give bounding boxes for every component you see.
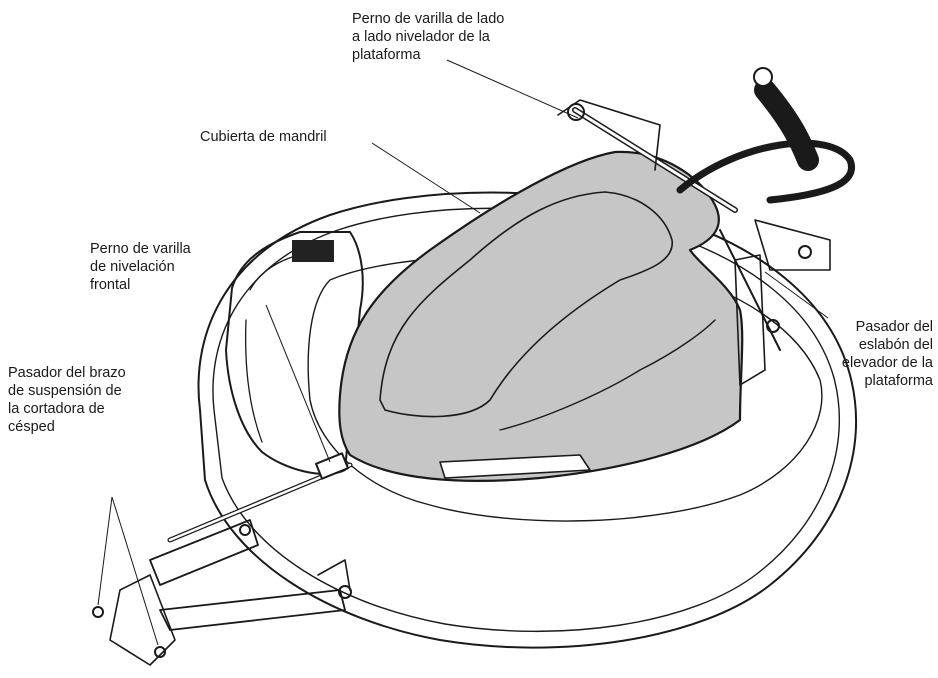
lift-bracket bbox=[754, 219, 831, 271]
bolt bbox=[239, 524, 251, 536]
cover-lip bbox=[439, 454, 591, 479]
callout-side-rod-bolt: Perno de varilla de lado a lado nivelado… bbox=[352, 10, 504, 64]
callout-line: césped bbox=[8, 419, 55, 435]
front-leveling-rod bbox=[168, 463, 352, 542]
callout-hanger-arm-pin: Pasador del brazo de suspensión de la co… bbox=[8, 364, 126, 436]
lift-link bbox=[719, 229, 781, 351]
hydraulic-hose bbox=[676, 139, 855, 204]
leader-line bbox=[446, 59, 579, 119]
hanger-bracket bbox=[109, 574, 176, 666]
callout-line: Perno de varilla de lado bbox=[352, 11, 505, 27]
callout-spindle-cover: Cubierta de mandril bbox=[200, 128, 327, 146]
callout-front-rod-bolt: Perno de varilla de nivelación frontal bbox=[90, 240, 191, 294]
bolt bbox=[338, 585, 352, 599]
pin bbox=[154, 646, 166, 658]
callout-line: eslabón del bbox=[858, 337, 933, 353]
leader-line bbox=[111, 496, 159, 646]
callout-line: frontal bbox=[90, 277, 131, 293]
rod-fitting bbox=[315, 452, 349, 480]
callout-line: a lado nivelador de la bbox=[352, 29, 490, 45]
bolt bbox=[766, 319, 780, 333]
callout-line: Cubierta de mandril bbox=[200, 129, 327, 145]
callout-line: de suspensión de bbox=[8, 383, 122, 399]
cover-ridge bbox=[379, 191, 673, 418]
hanger-arm bbox=[159, 589, 346, 631]
handle bbox=[754, 79, 819, 171]
callout-line: plataforma bbox=[864, 373, 933, 389]
deck-outer-ring-inner bbox=[212, 207, 841, 633]
bolt bbox=[798, 245, 812, 259]
hanger-arm bbox=[149, 519, 259, 586]
bracket bbox=[317, 559, 351, 591]
chute-rib bbox=[245, 319, 263, 443]
callout-line: la cortadora de bbox=[8, 401, 105, 417]
leader-line bbox=[371, 142, 481, 214]
callout-line: plataforma bbox=[352, 47, 421, 63]
side-bracket bbox=[734, 254, 766, 386]
vent-grille bbox=[292, 240, 334, 262]
callout-line: Pasador del brazo bbox=[8, 365, 126, 381]
callout-line: Perno de varilla bbox=[90, 241, 191, 257]
deck-outer-ring bbox=[197, 191, 858, 649]
side-leveling-rod bbox=[573, 108, 737, 212]
cover-ridge bbox=[499, 319, 716, 431]
leader-line bbox=[97, 496, 113, 606]
callout-line: de nivelación bbox=[90, 259, 175, 275]
pin bbox=[92, 606, 104, 618]
leader-line bbox=[764, 271, 829, 319]
spindle-cover bbox=[338, 150, 744, 482]
callout-line: Pasador del bbox=[855, 319, 933, 335]
leader-line bbox=[265, 304, 331, 463]
callout-lift-link-pin: Pasador del eslabón del elevador de la p… bbox=[795, 318, 933, 390]
callout-line: elevador de la bbox=[841, 355, 933, 371]
bolt bbox=[567, 103, 585, 121]
handle-knob bbox=[753, 67, 773, 87]
